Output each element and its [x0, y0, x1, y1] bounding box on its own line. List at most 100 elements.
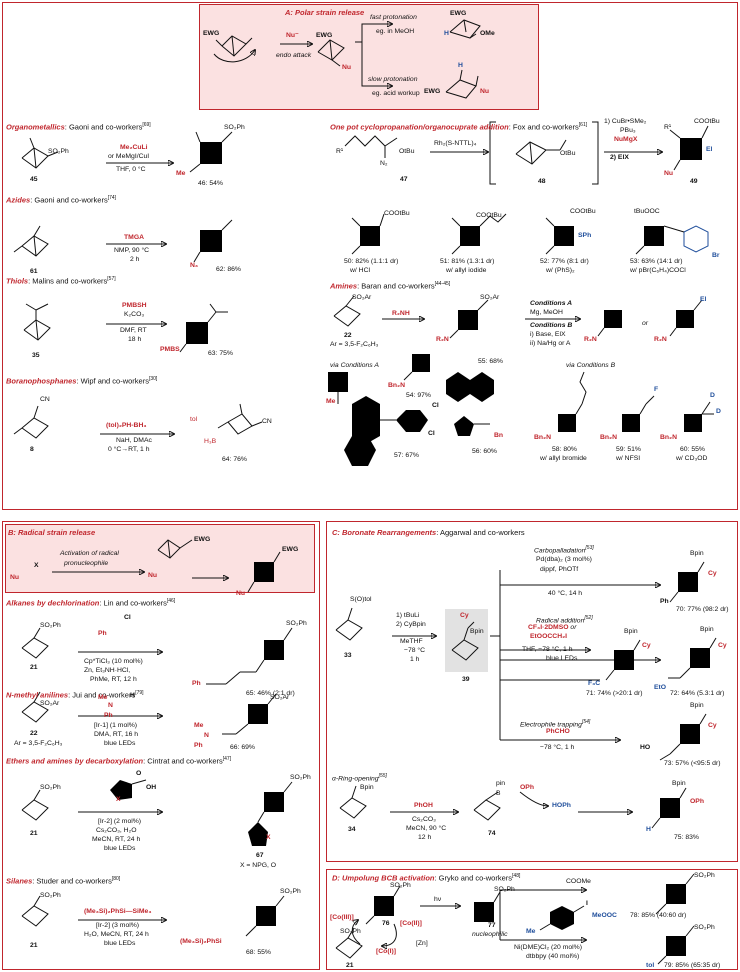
prod-63: 63: 75% — [208, 350, 233, 357]
prod-72: 72: 64% (5.3:1 dr) — [670, 690, 725, 697]
nmethyl-h: H — [130, 692, 135, 699]
conda-detail: Mg, MeOH — [530, 309, 563, 316]
so2ph-65: SO₂Ph — [286, 620, 307, 627]
decarb-r4: blue LEDs — [104, 845, 136, 852]
bpin-39: Bpin — [470, 628, 484, 635]
smsub-33: S(O)tol — [350, 596, 372, 603]
fast-eg-label: eg. in MeOH — [376, 28, 415, 35]
me-57: Me — [326, 398, 336, 405]
co3-label: [Co(III)] — [330, 914, 354, 921]
dechlor-cl: Cl — [124, 614, 131, 621]
organometallics-r2: or MeMgI/CuI — [108, 153, 150, 160]
b-74: B — [496, 790, 501, 797]
fast-product — [449, 19, 481, 39]
nu-b-prod: Nu — [236, 590, 246, 597]
cyclobutane-h — [597, 310, 622, 337]
thiols-r1: PMBSH — [122, 302, 147, 309]
bn2n-54: Bn₂N — [388, 382, 405, 389]
so2ph-46: SO₂Ph — [224, 124, 245, 131]
product-60-skeleton — [684, 401, 714, 432]
c-s4: −78 °C — [404, 647, 426, 654]
oph-74: OPh — [520, 784, 534, 791]
sm-21c: 21 — [30, 942, 38, 949]
prod-50: 50: 82% (1.1:1 dr) — [344, 258, 399, 265]
prod-59: 59: 51% — [616, 446, 641, 453]
etrap-label: Electrophile trapping[54] — [520, 719, 591, 729]
prod-62: 62: 86% — [216, 266, 241, 273]
bn-56: Bn — [494, 432, 504, 439]
sm-21b: 21 — [30, 830, 38, 837]
panel-d-heading: D: Umpolung BCB activation: Gryko and co… — [332, 873, 521, 883]
nmethyl-me: Me — [98, 694, 108, 701]
bn2n-58: Bn₂N — [534, 434, 551, 441]
hoph-74: HOPh — [552, 802, 571, 809]
r2n-h: R₂N — [584, 336, 597, 343]
c-s5: 1 h — [410, 656, 420, 663]
boranophos-r1: (tol)₂PH-BH₃ — [106, 422, 147, 429]
bcb-45 — [21, 137, 59, 169]
ewg-anion-label: EWG — [316, 32, 333, 39]
silanes-r0: (Me₃Si)₂PhSi—SiMe₃ — [84, 908, 152, 915]
cyclobutane-b — [247, 551, 281, 593]
prod-75: 75: 83% — [674, 834, 699, 841]
zn-label: [Zn] — [416, 940, 428, 947]
organometallics-r3: THF, 0 °C — [116, 166, 146, 173]
cyclobutane-72 — [668, 637, 717, 679]
cl-57a: Cl — [432, 402, 439, 409]
nu-reagent-label: Nu⁻ — [286, 32, 299, 39]
co2-label: [Co(II)] — [400, 920, 422, 927]
decarb-r1: [Ir-2] (2 mol%) — [98, 818, 142, 825]
carbopall-r3: 40 °C, 14 h — [548, 590, 583, 597]
int-77: 77 — [488, 922, 496, 929]
azides-r1: TMGA — [124, 234, 145, 241]
product-54-skeleton — [403, 354, 430, 381]
slow-nu-label: Nu — [480, 88, 490, 95]
cyclobutane-53 — [635, 225, 709, 255]
me-toluene: Me — [526, 928, 536, 935]
cy-71: Cy — [642, 642, 651, 649]
me-66: Me — [194, 722, 204, 729]
dechlor-ph: Ph — [98, 630, 107, 637]
cn-8: CN — [40, 396, 50, 403]
rh-reagent: Rh₂(S-NTTL)₄ — [434, 140, 477, 147]
alpha-r4: 12 h — [418, 834, 432, 841]
hv-label: hν — [434, 896, 442, 903]
prod-79: 79: 85% (65:35 dr) — [664, 962, 721, 969]
bn2n-59: Bn₂N — [600, 434, 617, 441]
prod-64: 64: 76% — [222, 456, 247, 463]
cyclobutane-52 — [545, 217, 574, 255]
cn-64: CN — [262, 418, 272, 425]
prod-53: 53: 63% (14:1 dr) — [630, 258, 683, 265]
prod-46: 46: 54% — [198, 180, 223, 187]
cootbu-52: COOtBu — [570, 208, 596, 215]
ring-decarb-reagent — [110, 779, 147, 800]
cy-39: Cy — [460, 612, 469, 619]
r1-49: R¹ — [664, 124, 672, 131]
ewg-start-label: EWG — [203, 30, 220, 37]
bpin-34: Bpin — [360, 784, 374, 791]
amines-heading: Amines: Baran and co-workers[44-45] — [330, 281, 451, 291]
with-60: w/ CD₃OD — [676, 455, 708, 462]
me-46: Me — [176, 170, 186, 177]
diazo-47 — [344, 135, 398, 158]
cyclobutane-el — [669, 299, 703, 337]
so2ar-22b: SO₂Ar — [40, 700, 60, 707]
boranophos-r3: 0 °C→RT, 1 h — [108, 446, 150, 453]
sph-52: SPh — [578, 232, 592, 239]
bpin-72: Bpin — [700, 626, 714, 633]
cyclobutane-71 — [605, 639, 641, 681]
prod-58: 58: 80% — [552, 446, 577, 453]
prod-66: 66: 69% — [230, 744, 255, 751]
cl-57b: Cl — [428, 430, 435, 437]
fast-ome-label: OMe — [480, 30, 495, 37]
cyclobutane-amine — [449, 299, 489, 339]
polar-strain-box — [199, 4, 539, 110]
cyclobutane-50 — [351, 213, 385, 255]
silanes-r2: H₂O, MeCN, RT, 24 h — [84, 931, 149, 938]
panel-b-title: B: Radical strain release — [8, 528, 96, 537]
nmethyl-ph: Ph — [104, 712, 113, 719]
etrap-r1: PhCHO — [546, 728, 570, 735]
cyclobutane-68 — [245, 895, 285, 937]
so2ph-21c: SO₂Ph — [40, 892, 61, 899]
